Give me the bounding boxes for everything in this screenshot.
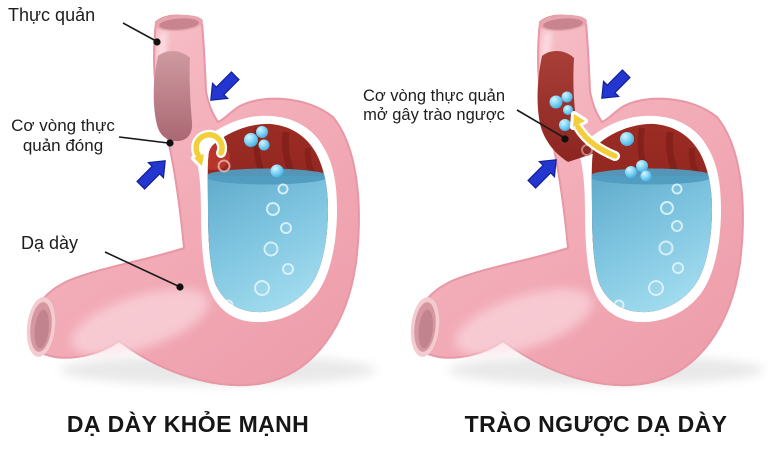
reflux-stomach-illustration	[410, 14, 764, 387]
healthy-stomach-caption: DẠ DÀY KHỎE MẠNH	[66, 411, 310, 437]
stomach-wall-highlight	[71, 288, 209, 356]
closed-sphincter-label: Cơ vòng thực quản đóng	[11, 116, 115, 156]
annotation-line	[516, 109, 564, 138]
annotation-connectors	[104, 22, 564, 287]
reflux-stomach-caption: TRÀO NGƯỢC DẠ DÀY	[464, 411, 728, 437]
stomach-label: Dạ dày	[21, 233, 79, 253]
annotation-dot	[561, 135, 569, 143]
reflux-arrow-icon	[570, 111, 620, 161]
open-sphincter-label: Cơ vòng thực quản mở gây trào ngược	[362, 87, 506, 125]
esophagus-opening	[539, 14, 587, 32]
reflux-bubbles	[549, 91, 652, 182]
healthy-stomach-illustration	[26, 14, 376, 387]
annotation-dot	[166, 139, 174, 147]
esophagus-opening	[155, 14, 203, 32]
annotation-line	[104, 251, 179, 287]
annotation-dot	[153, 38, 161, 46]
stomach-wall-highlight	[455, 288, 593, 356]
esophagus-lumen-closed	[153, 50, 193, 141]
gas-bubbles	[217, 126, 284, 178]
pylorus-opening	[26, 297, 56, 357]
annotation-line	[118, 136, 169, 144]
annotation-dot	[176, 283, 184, 291]
pressure-arrow-icon	[593, 65, 635, 107]
closed-sphincter-arrow-icon	[191, 129, 228, 169]
esophagus-label: Thực quản	[8, 5, 96, 25]
pressure-arrow-icon	[132, 152, 174, 194]
annotation-line	[122, 22, 157, 42]
stomach-illustrations	[26, 14, 764, 387]
pylorus-opening	[410, 297, 440, 357]
annotation-dots	[153, 38, 569, 291]
acid-surface	[207, 168, 328, 185]
